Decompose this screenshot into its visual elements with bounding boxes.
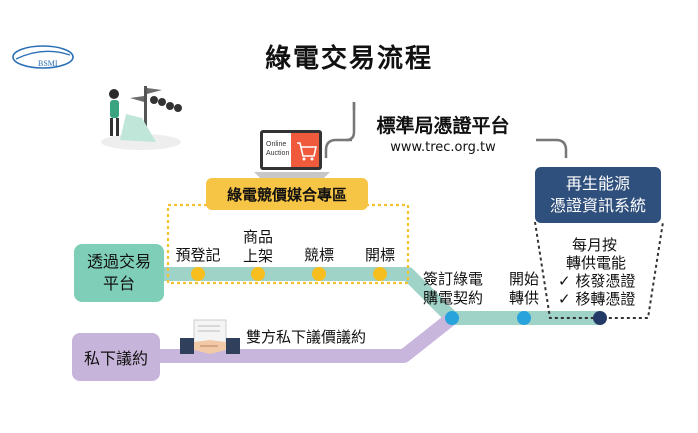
auction-zone-title: 綠電競價媒合專區 bbox=[206, 178, 368, 210]
trade-platform-label-2: 平台 bbox=[102, 274, 135, 293]
laptop-auction-icon: Online Auction bbox=[254, 130, 330, 178]
step-opening: 開標 bbox=[364, 246, 395, 264]
page-title: 綠電交易流程 bbox=[264, 44, 433, 74]
private-contract-box: 私下議約 bbox=[72, 333, 160, 381]
dot-supply bbox=[517, 311, 531, 325]
trec-platform: 標準局憑證平台 www.trec.org.tw bbox=[358, 103, 528, 163]
monthly-item-issue: ✓ 核發憑證 bbox=[558, 272, 636, 290]
monthly-item-transfer: ✓ 移轉憑證 bbox=[558, 290, 636, 308]
dot-pre-register bbox=[191, 267, 205, 281]
step-contract-line2: 購電契約 bbox=[422, 289, 483, 307]
step-listing-line2: 上架 bbox=[242, 247, 273, 265]
trade-platform-label-1: 透過交易 bbox=[86, 252, 151, 271]
trec-platform-name: 標準局憑證平台 bbox=[376, 115, 510, 137]
dot-listing bbox=[251, 267, 265, 281]
trec-bracket-right bbox=[536, 138, 568, 158]
step-pre-register: 預登記 bbox=[175, 246, 221, 264]
dot-certificate bbox=[593, 311, 607, 325]
bsmi-logo: BSMI bbox=[12, 45, 74, 69]
step-supply: 開始 轉供 bbox=[502, 270, 546, 308]
step-contract-line1: 簽訂綠電 bbox=[422, 270, 483, 288]
monthly-line2: 轉供電能 bbox=[566, 254, 627, 272]
private-flow-line bbox=[158, 312, 457, 363]
trec-bracket-left bbox=[324, 138, 352, 158]
dot-bidding bbox=[312, 267, 326, 281]
step-listing-line1: 商品 bbox=[242, 228, 273, 246]
step-listing: 商品 上架 bbox=[236, 228, 280, 266]
logo-text: BSMI bbox=[38, 59, 58, 68]
navigation-illustration bbox=[101, 86, 182, 150]
laptop-text-1: Online bbox=[266, 141, 286, 148]
step-supply-line1: 開始 bbox=[508, 270, 539, 288]
step-supply-line2: 轉供 bbox=[508, 289, 539, 307]
renewable-line1: 再生能源 bbox=[565, 174, 630, 193]
trec-url[interactable]: www.trec.org.tw bbox=[390, 140, 496, 155]
renewable-cert-system-box: 再生能源 憑證資訊系統 bbox=[535, 167, 661, 223]
step-bidding: 競標 bbox=[303, 246, 334, 264]
renewable-line2: 憑證資訊系統 bbox=[549, 196, 646, 215]
private-negotiation-label: 雙方私下議價議約 bbox=[246, 328, 367, 346]
trade-platform-box: 透過交易 平台 bbox=[74, 244, 164, 302]
dot-contract bbox=[445, 311, 459, 325]
step-contract: 簽訂綠電 購電契約 bbox=[418, 270, 488, 308]
laptop-text-2: Auction bbox=[266, 150, 289, 157]
handshake-icon bbox=[180, 319, 240, 354]
dot-opening bbox=[373, 267, 387, 281]
monthly-cert-actions: 每月按 轉供電能 ✓ 核發憑證 ✓ 移轉憑證 bbox=[558, 236, 654, 308]
monthly-line1: 每月按 bbox=[572, 236, 618, 254]
